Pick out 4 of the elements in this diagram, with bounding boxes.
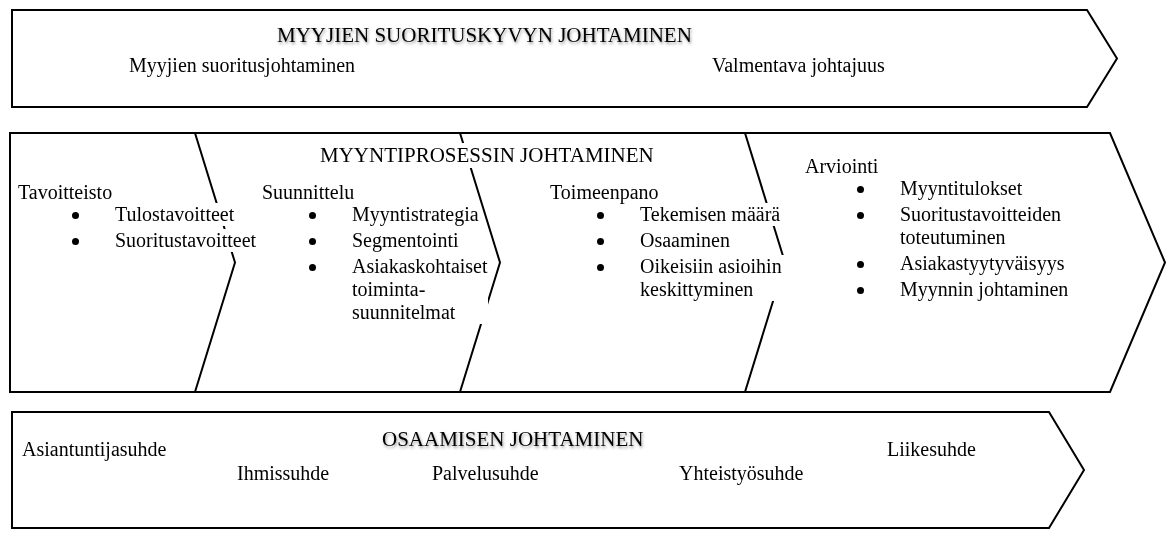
bullet-item: Tekemisen määrä xyxy=(640,203,781,226)
bullet-item: Tulostavoitteet xyxy=(115,203,235,226)
section-title: MYYNTIPROSESSIN JOHTAMINEN xyxy=(320,143,654,168)
bullet-item: Suoritustavoitteet xyxy=(115,229,257,252)
